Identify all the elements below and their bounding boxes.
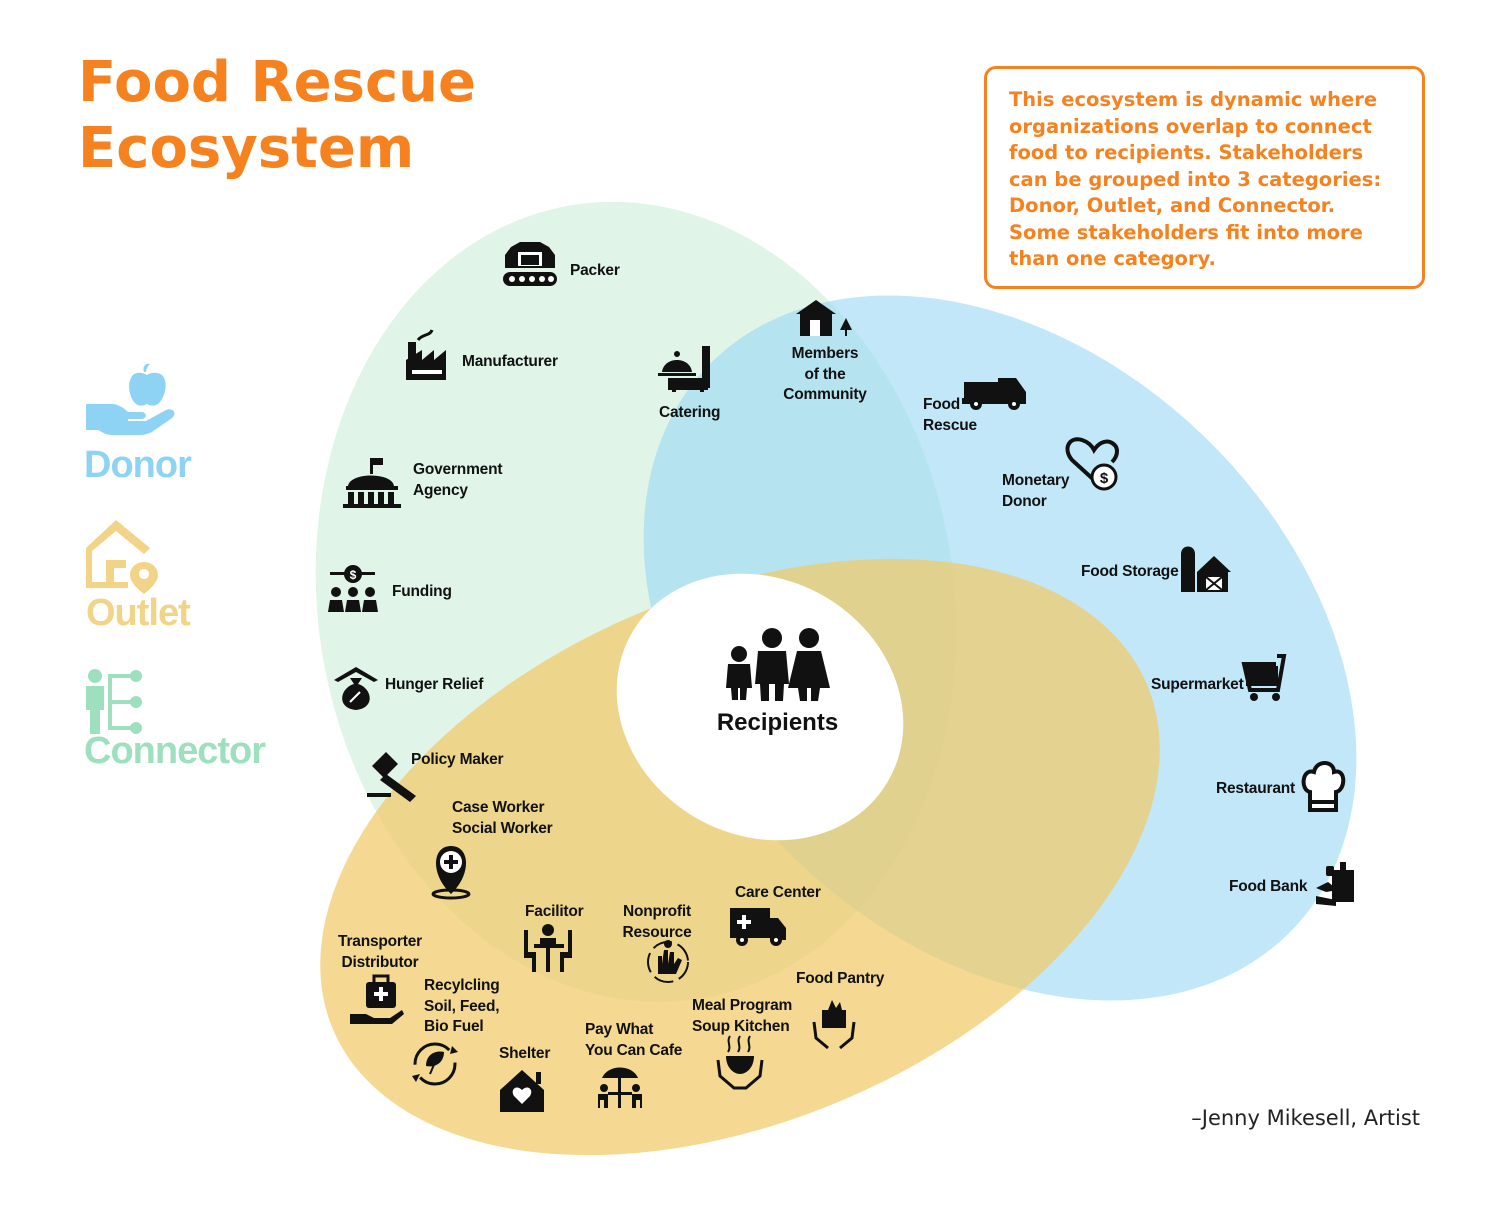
house-pin-icon	[86, 520, 158, 594]
node-pay-what-you-can-cafe: Pay What You Can Cafe	[585, 1021, 683, 1059]
artist-credit: –Jenny Mikesell, Artist	[1191, 1106, 1420, 1130]
node-packer: Packer	[570, 262, 620, 279]
recycling-leaf-icon	[412, 1042, 458, 1086]
funding-icon: $	[328, 565, 378, 612]
node-food-storage: Food Storage	[1081, 563, 1179, 580]
heart-dollar-icon: $	[1065, 437, 1119, 491]
node-catering: Catering	[659, 404, 721, 421]
legend-connector-label: Connector	[84, 730, 266, 772]
government-building-icon	[343, 458, 401, 508]
shopping-cart-icon	[1241, 654, 1287, 701]
nonprofit-hand-icon	[647, 940, 689, 983]
svg-text:$: $	[350, 568, 357, 582]
catering-icon	[658, 346, 710, 392]
svg-text:$: $	[1100, 470, 1109, 487]
hand-apple-icon	[86, 363, 175, 435]
title-line-2: Ecosystem	[78, 116, 415, 181]
node-facilitor: Facilitor	[525, 903, 584, 920]
node-manufacturer: Manufacturer	[462, 353, 558, 370]
cafe-umbrella-icon	[598, 1067, 642, 1108]
food-pantry-icon	[812, 1000, 856, 1050]
node-case-worker: Case Worker Social Worker	[452, 799, 553, 837]
food-bank-icon	[1316, 862, 1354, 906]
node-meal-program: Meal Program Soup Kitchen	[692, 997, 793, 1035]
node-supermarket: Supermarket	[1151, 676, 1244, 693]
recipients-ellipse	[616, 573, 904, 841]
node-shelter: Shelter	[499, 1045, 551, 1062]
soup-bowl-hands-icon	[716, 1035, 764, 1090]
node-members-of-the-community: Members of the Community	[783, 345, 867, 403]
node-recycling: Recylcling Soil, Feed, Bio Fuel	[424, 977, 500, 1035]
node-hunger-relief: Hunger Relief	[385, 676, 484, 693]
barn-silo-icon	[1181, 546, 1231, 592]
legend-outlet-label: Outlet	[86, 592, 191, 634]
hunger-relief-icon	[334, 667, 378, 710]
node-nonprofit-resource: Nonprofit Resource	[622, 903, 692, 941]
title-line-1: Food Rescue	[78, 50, 476, 115]
legend-donor-label: Donor	[84, 444, 192, 486]
delivery-truck-icon	[730, 908, 786, 946]
person-network-icon	[86, 669, 142, 734]
medical-kit-hand-icon	[350, 974, 404, 1024]
node-transporter-distributor: Transporter Distributor	[338, 933, 422, 971]
page-title: Food Rescue Ecosystem	[78, 50, 476, 182]
node-restaurant: Restaurant	[1216, 780, 1295, 797]
factory-icon	[406, 329, 446, 380]
meeting-table-icon	[524, 924, 572, 972]
info-box: This ecosystem is dynamic where organiza…	[984, 66, 1425, 289]
truck-icon	[962, 378, 1026, 410]
gavel-icon	[367, 752, 416, 802]
location-medical-icon	[431, 846, 471, 900]
node-government-agency: Government Agency	[413, 461, 503, 499]
node-food-bank: Food Bank	[1229, 878, 1308, 895]
node-funding: Funding	[392, 583, 452, 600]
shelter-house-heart-icon	[500, 1070, 544, 1112]
packer-icon	[503, 242, 557, 286]
outlet-ellipse	[320, 558, 1160, 1156]
node-food-pantry: Food Pantry	[796, 970, 885, 987]
node-monetary-donor: Monetary Donor	[1002, 472, 1070, 510]
family-icon	[726, 628, 830, 701]
node-care-center: Care Center	[735, 884, 821, 901]
node-food-rescue: Food Rescue	[923, 396, 977, 434]
recipients-label: Recipients	[716, 709, 839, 736]
house-tree-icon	[796, 300, 852, 336]
chef-hat-icon	[1301, 761, 1346, 812]
node-policy-maker: Policy Maker	[411, 751, 504, 768]
